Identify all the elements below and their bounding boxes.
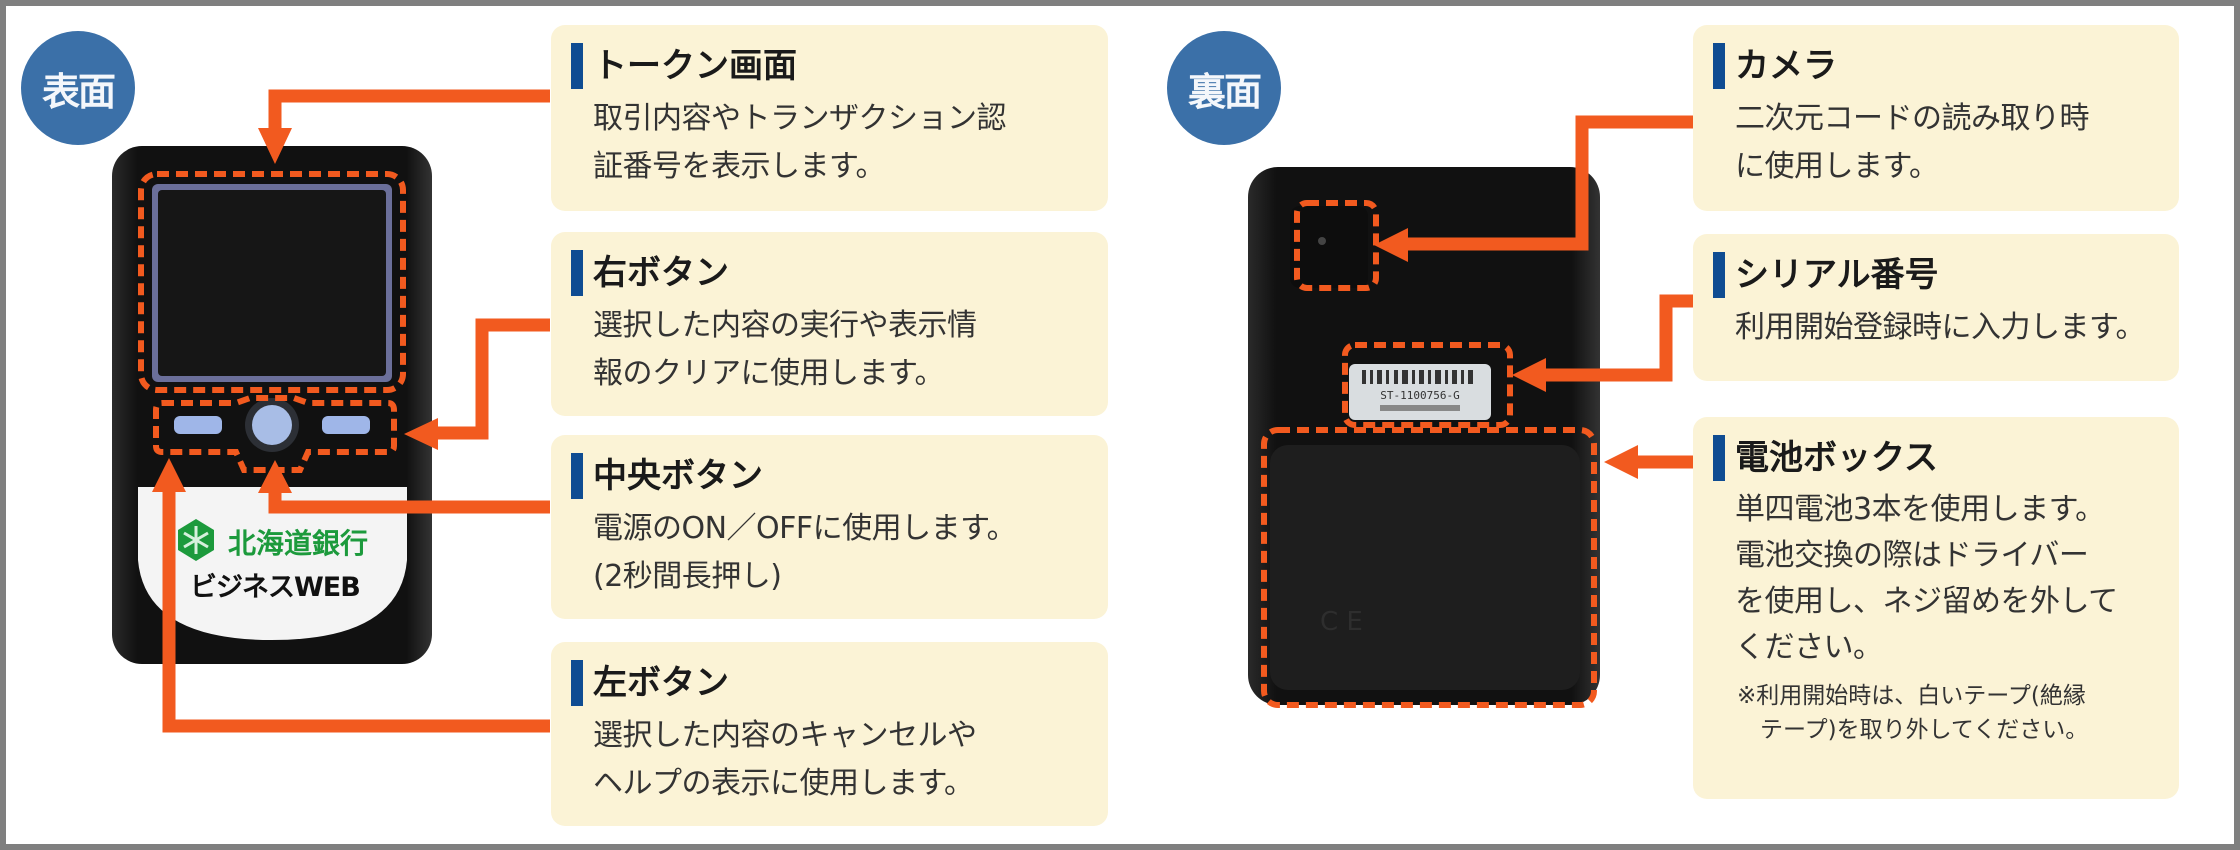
title-marker <box>571 250 583 296</box>
front-arrowheads <box>152 128 438 493</box>
callout-body: 電源のON／OFFに使用します。 (2秒間長押し) <box>593 511 1017 594</box>
arrow-center-button <box>268 488 550 514</box>
right-button <box>322 416 370 434</box>
callout-title: 中央ボタン <box>593 456 763 496</box>
bank-name: 北海道銀行 <box>228 527 369 560</box>
callout-note: ※利用開始時は、白いテープ(絶縁 テープ)を取り外してください。 <box>1737 683 2089 743</box>
callout-battery-box: 電池ボックス 単四電池3本を使用します。 電池交換の際はドライバー を使用し、ネ… <box>1693 417 2179 799</box>
arrow-camera <box>1400 115 1693 251</box>
callout-body: 二次元コードの読み取り時 に使用します。 <box>1735 101 2090 184</box>
back-device: ST-1100756-G C E <box>1248 167 1600 708</box>
callout-token-screen: トークン画面 取引内容やトランザクション認 証番号を表示します。 <box>551 25 1108 211</box>
callout-center-button: 中央ボタン 電源のON／OFFに使用します。 (2秒間長押し) <box>551 435 1108 619</box>
callout-left-button: 左ボタン 選択した内容のキャンセルや ヘルプの表示に使用します。 <box>551 642 1108 826</box>
title-marker <box>1713 43 1725 89</box>
back-arrowheads <box>1374 228 1638 479</box>
callout-body: 取引内容やトランザクション認 証番号を表示します。 <box>593 101 1007 184</box>
callout-right-button: 右ボタン 選択した内容の実行や表示情 報のクリアに使用します。 <box>551 232 1108 416</box>
callout-camera: カメラ 二次元コードの読み取り時 に使用します。 <box>1693 25 2179 211</box>
title-marker <box>571 660 583 706</box>
callout-title: トークン画面 <box>593 46 797 86</box>
callout-title: 右ボタン <box>593 253 729 293</box>
arrow-serial <box>1538 294 1693 382</box>
callout-title: カメラ <box>1735 46 1837 86</box>
callout-body: 選択した内容の実行や表示情 報のクリアに使用します。 <box>593 308 977 391</box>
arrow-screen <box>268 89 550 140</box>
title-marker <box>1713 435 1725 481</box>
left-button <box>174 416 222 434</box>
callout-serial-number: シリアル番号 利用開始登録時に入力します。 <box>1693 234 2179 381</box>
battery-highlight <box>1261 427 1597 708</box>
camera-lens <box>1290 206 1368 288</box>
snowflake-logo-icon <box>178 519 214 561</box>
center-button <box>252 405 292 445</box>
back-side-label: 裏面 <box>1187 69 1262 114</box>
serial-number-text: ST-1100756-G <box>1380 389 1459 402</box>
title-marker <box>571 453 583 499</box>
front-device <box>112 146 432 664</box>
ce-mark: C E <box>1320 607 1363 637</box>
service-name: ビジネスWEB <box>190 572 361 603</box>
arrow-left-button <box>162 478 550 733</box>
back-side-badge: 裏面 <box>1167 31 1281 145</box>
title-marker <box>571 43 583 89</box>
callout-body: 単四電池3本を使用します。 電池交換の際はドライバー を使用し、ネジ留めを外して… <box>1735 492 2118 665</box>
callout-title: 左ボタン <box>593 663 729 703</box>
battery-cover <box>1270 445 1580 690</box>
front-arrows <box>162 89 550 733</box>
back-arrows <box>1400 115 1693 469</box>
front-side-badge: 表面 <box>21 31 135 145</box>
buttons-highlight <box>153 395 397 473</box>
callout-title: シリアル番号 <box>1735 255 1939 295</box>
barcode-icon <box>1362 370 1473 384</box>
callout-title: 電池ボックス <box>1735 438 1938 478</box>
title-marker <box>1713 252 1725 298</box>
arrow-right-button <box>420 318 550 440</box>
callout-body: 利用開始登録時に入力します。 <box>1735 310 2146 345</box>
camera-highlight <box>1294 200 1379 291</box>
screen-highlight <box>138 171 406 393</box>
callout-body: 選択した内容のキャンセルや ヘルプの表示に使用します。 <box>593 718 977 801</box>
serial-highlight <box>1342 342 1513 428</box>
front-side-label: 表面 <box>41 69 116 114</box>
